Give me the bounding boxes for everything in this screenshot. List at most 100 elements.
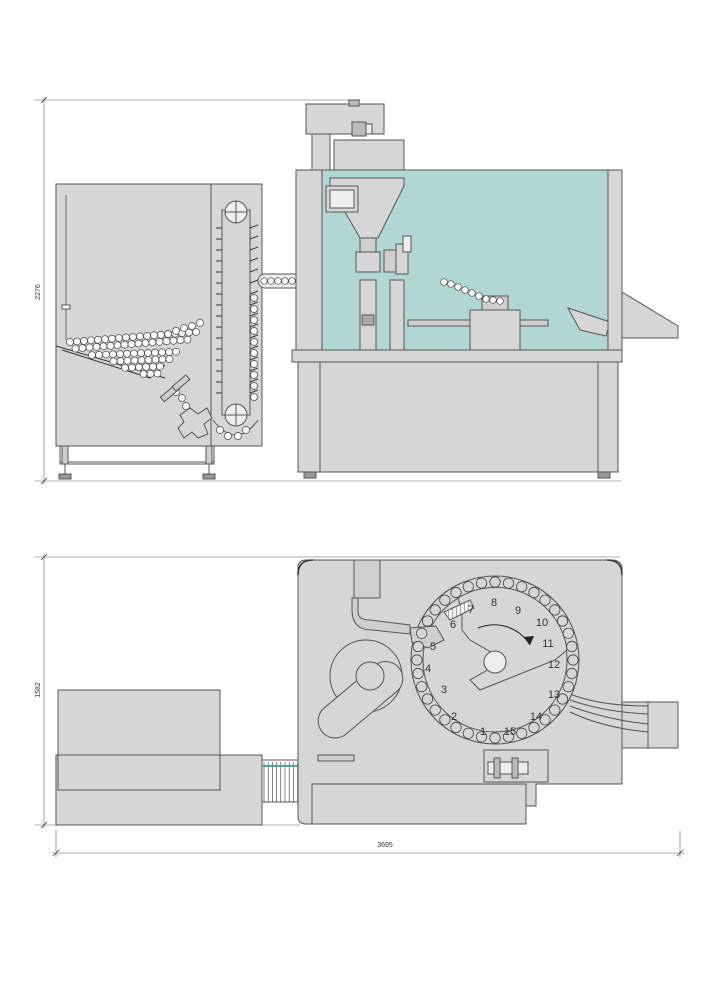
elevator-tube xyxy=(250,316,258,324)
ramp-tube xyxy=(454,283,462,291)
hopper-tube xyxy=(137,349,145,358)
ramp-tube xyxy=(489,296,497,304)
hopper-tube xyxy=(158,348,166,357)
hopper-tube xyxy=(144,356,153,364)
elevator-hooks xyxy=(216,224,259,394)
hopper-tube xyxy=(99,342,108,351)
hopper-tube xyxy=(169,336,178,345)
ramp-tube xyxy=(496,297,504,305)
hopper-tube xyxy=(130,356,139,365)
elevator-hook-right xyxy=(249,345,259,350)
elevator-tube xyxy=(250,360,258,368)
tube-holder xyxy=(411,654,423,666)
conveyor-tube xyxy=(281,277,289,285)
station-label: 4 xyxy=(425,663,431,675)
elevator-hook-right xyxy=(249,389,259,394)
tube-holder xyxy=(516,727,528,739)
elevator-tube xyxy=(250,349,258,357)
hopper-tube xyxy=(108,334,116,343)
height-dimension-label-side: 2276 xyxy=(35,284,42,300)
hopper-tube xyxy=(123,356,132,365)
elevator-hook-right xyxy=(249,290,259,295)
loose-tube xyxy=(164,330,172,338)
hopper-tube xyxy=(172,347,180,356)
tube-holder xyxy=(475,731,488,743)
tube-holder xyxy=(516,581,528,593)
station-label: 1 xyxy=(480,726,486,738)
elevator-tube xyxy=(250,393,258,401)
tube-holder xyxy=(416,627,428,639)
elevator-hook-right xyxy=(249,367,259,372)
hopper-tube xyxy=(87,336,95,345)
hopper-tube xyxy=(88,351,96,359)
width-dimension-label: 3695 xyxy=(377,842,393,849)
elevator-tube xyxy=(250,305,258,313)
tube-elevator xyxy=(212,200,259,436)
hopper-tube xyxy=(127,340,136,348)
hopper-tube-pile xyxy=(66,319,250,440)
elevator-hook-right xyxy=(249,257,259,262)
hopper-tube xyxy=(142,363,150,371)
loose-tube xyxy=(178,394,186,402)
hopper-tube xyxy=(109,350,117,359)
hopper-tube xyxy=(113,341,122,350)
tube-holder xyxy=(439,594,451,606)
station-label: 8 xyxy=(491,597,497,609)
elevator-hook-right xyxy=(249,246,259,251)
hopper-tube xyxy=(148,338,157,347)
tube-holder xyxy=(412,640,424,653)
loose-tube xyxy=(180,324,188,332)
ramp-tube xyxy=(468,289,476,297)
hopper-tube xyxy=(109,357,118,366)
hopper-tube xyxy=(66,338,74,346)
elevator-hook-right xyxy=(249,279,259,284)
feeder-top-view xyxy=(55,689,263,826)
hopper-tube xyxy=(78,344,87,352)
elevator-hook-right xyxy=(249,224,259,229)
hopper-tube xyxy=(115,334,123,342)
hopper-tube xyxy=(162,337,171,346)
side-view: 2276 xyxy=(34,96,679,485)
station-label: 11 xyxy=(542,638,553,650)
tube-holder xyxy=(562,681,574,693)
tube-holder xyxy=(539,714,551,726)
conveyor-tube xyxy=(274,277,282,285)
hopper-tube xyxy=(106,341,115,350)
station-label: 9 xyxy=(515,605,521,617)
tube-holder xyxy=(429,604,441,616)
tube-holder xyxy=(566,640,578,653)
loose-tube xyxy=(172,327,180,335)
hopper-tube xyxy=(149,362,157,371)
station-label: 10 xyxy=(536,617,548,629)
hopper-tube xyxy=(158,355,167,364)
hopper-tube xyxy=(71,344,80,353)
width-dimension: 3695 xyxy=(52,830,684,858)
station-label: 13 xyxy=(548,689,560,701)
ramp-tube xyxy=(440,278,448,286)
tube-holder xyxy=(489,732,501,744)
ramp-tube xyxy=(447,280,455,288)
hopper-tube xyxy=(135,363,143,372)
hopper-tube xyxy=(73,337,81,346)
hopper-tube xyxy=(141,339,150,347)
hopper-tube xyxy=(165,348,173,356)
hopper-tube xyxy=(183,335,192,344)
hopper-tube xyxy=(102,350,110,359)
elevator-tube xyxy=(250,294,258,302)
hopper-tube xyxy=(136,332,144,341)
elevator-hook-right xyxy=(249,356,259,361)
elevator-hook-right xyxy=(249,334,259,339)
elevator-hook-right xyxy=(249,378,259,383)
elevator-tube xyxy=(250,382,258,390)
hopper-tube xyxy=(155,337,164,346)
tube-holder xyxy=(462,581,474,593)
elevator-tube xyxy=(250,338,258,346)
hopper-tube xyxy=(85,343,94,352)
tube-holder xyxy=(421,693,434,705)
height-dimension-label-top: 1582 xyxy=(35,682,42,698)
elevator-hook-right xyxy=(249,301,259,306)
star-wheel xyxy=(159,374,213,439)
tube-holder xyxy=(462,727,474,739)
